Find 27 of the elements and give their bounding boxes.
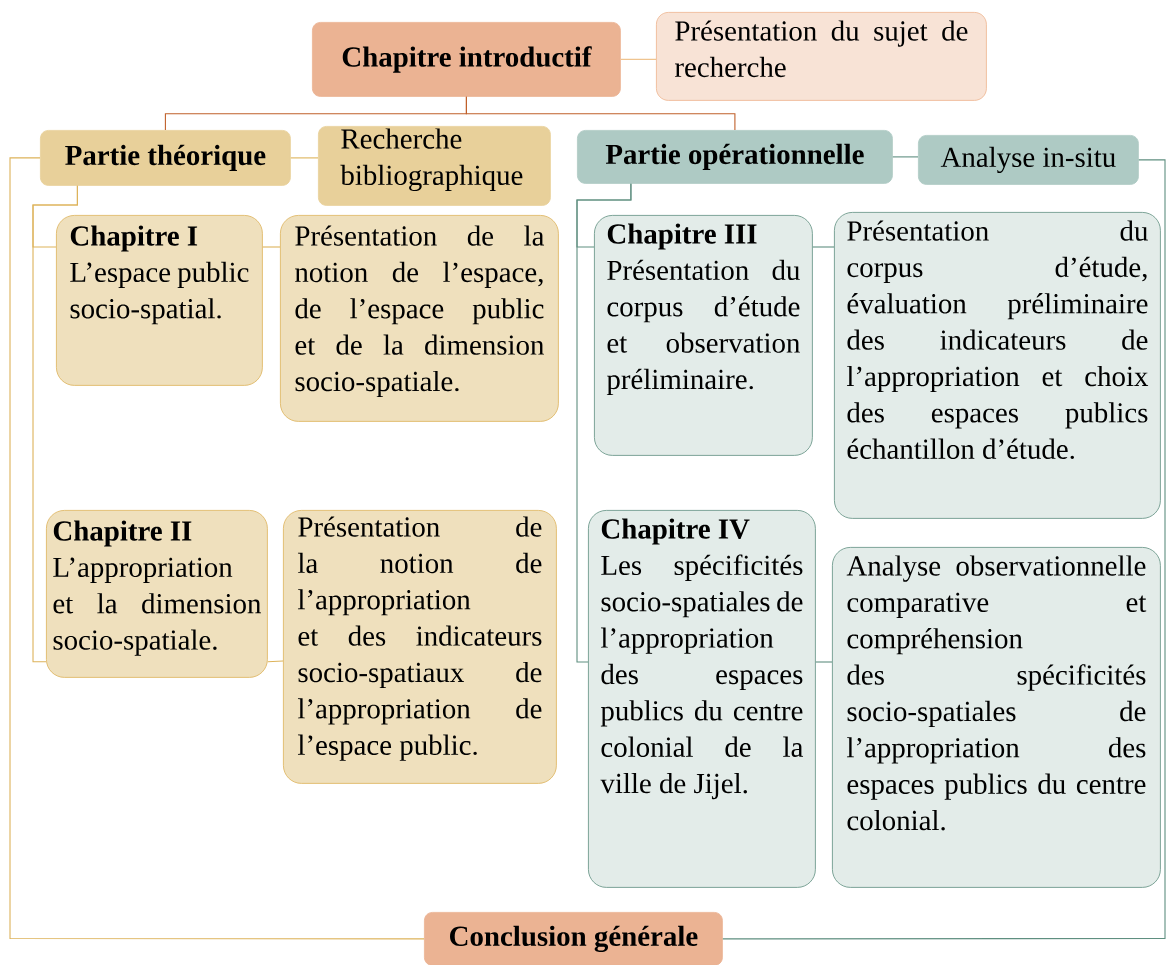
label-box: Analyse in-situ bbox=[918, 135, 1139, 185]
connector-line bbox=[812, 246, 835, 248]
connector-line bbox=[32, 185, 78, 663]
header-box: Partie opérationnelle bbox=[577, 130, 893, 184]
text-box: Analyse observationnelle comparative et compréhension des spécificités socio-spatiales de l’appropriation des espaces publics du centre colonial. bbox=[832, 547, 1161, 888]
text-box: Présentation de la notion de l’appropriation et des indicateurs socio-spatiaux de l’appropriation de l’espace public. bbox=[283, 510, 557, 784]
connector-line bbox=[815, 661, 833, 663]
connector-line bbox=[722, 159, 1166, 940]
text-box: Chapitre IV Les spécificités socio-spatiales de l’appropriation des espaces publics du centre colonial de la ville de Jijel. bbox=[588, 510, 816, 888]
text-box: Chapitre III Présentation du corpus d’étude et observation préliminaire. bbox=[594, 215, 813, 456]
header-box: Chapitre introductif bbox=[312, 22, 621, 97]
connector-line bbox=[290, 157, 319, 159]
connector-line bbox=[465, 96, 736, 131]
connector-line bbox=[620, 58, 657, 60]
text-box: Recherche bibliographique bbox=[318, 126, 551, 206]
text-box: Chapitre II L’appropriation et la dimension socio-spatiale. bbox=[46, 510, 268, 678]
text-box: Présentation du corpus d’étude, évaluation préliminaire des indicateurs de l’appropriation et choix des espaces publics échantillon d’étude. bbox=[834, 212, 1161, 519]
connector-line bbox=[267, 660, 284, 663]
connector-line bbox=[9, 157, 425, 940]
connector-line bbox=[892, 156, 919, 158]
connector-line bbox=[576, 183, 632, 663]
text-box: Présentation du sujet de recherche bbox=[656, 12, 987, 101]
connector-line bbox=[262, 246, 281, 248]
text-box: Présentation de la notion de l’espace, de l’espace public et de la dimension socio-spatiale. bbox=[280, 215, 559, 422]
header-box: Partie théorique bbox=[40, 130, 291, 186]
header-box: Conclusion générale bbox=[424, 912, 723, 965]
text-box: Chapitre I L’espace public socio-spatial. bbox=[56, 215, 263, 386]
